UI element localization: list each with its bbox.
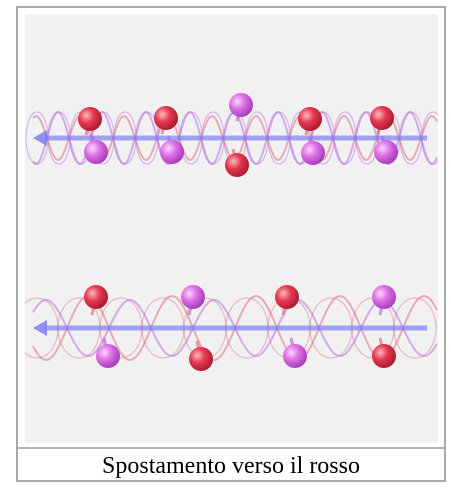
violet-sphere xyxy=(84,140,108,164)
lower-wave-packet xyxy=(25,285,438,371)
propagation-arrow-head xyxy=(33,130,47,146)
red-sphere xyxy=(372,344,396,368)
figure-frame: Spostamento verso il rosso xyxy=(16,6,446,482)
red-sphere xyxy=(298,107,322,131)
red-sphere xyxy=(370,106,394,130)
propagation-arrow-head xyxy=(33,320,47,336)
violet-sphere xyxy=(301,141,325,165)
redshift-diagram xyxy=(25,93,438,371)
violet-sphere xyxy=(374,140,398,164)
upper-wave-packet xyxy=(25,93,438,177)
violet-sphere xyxy=(181,285,205,309)
red-sphere xyxy=(84,285,108,309)
caption-divider xyxy=(18,447,444,449)
red-sphere xyxy=(154,106,178,130)
red-sphere xyxy=(275,285,299,309)
violet-sphere xyxy=(229,93,253,117)
violet-sphere xyxy=(372,285,396,309)
red-sphere xyxy=(225,153,249,177)
redshift-illustration xyxy=(25,14,438,443)
red-sphere xyxy=(189,347,213,371)
violet-sphere xyxy=(283,344,307,368)
violet-sphere xyxy=(96,344,120,368)
figure-caption: Spostamento verso il rosso xyxy=(102,453,360,479)
violet-sphere xyxy=(160,140,184,164)
red-sphere xyxy=(78,107,102,131)
